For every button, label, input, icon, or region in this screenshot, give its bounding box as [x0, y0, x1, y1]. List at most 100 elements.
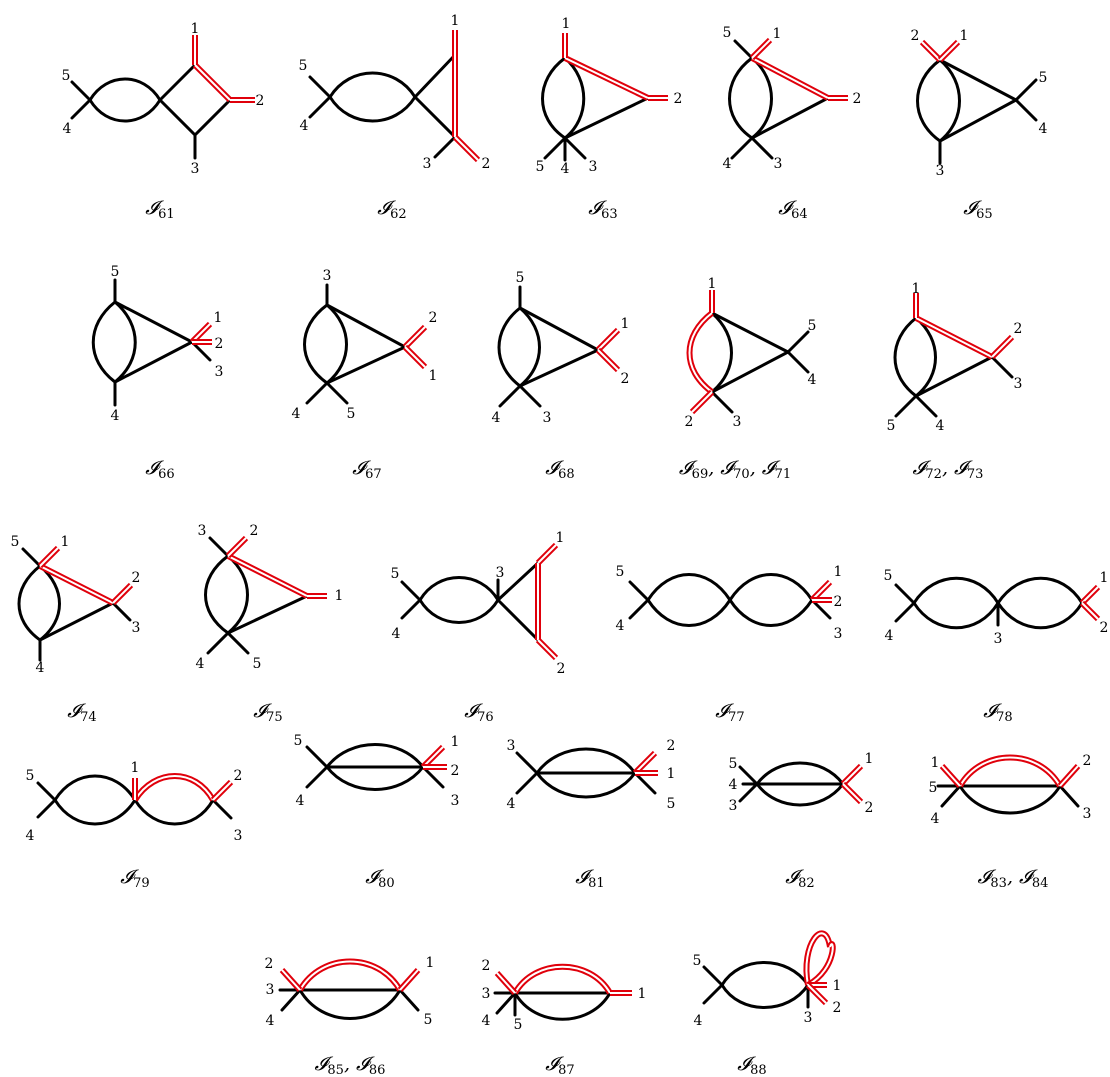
leg-label: 5: [253, 656, 262, 672]
massless-propagator: [786, 330, 810, 354]
sunset-bottom: [755, 782, 845, 807]
leg-label: 4: [885, 628, 894, 644]
leg-label: 1: [451, 734, 460, 750]
leg-label: 4: [300, 118, 309, 134]
leg-label: 2: [557, 661, 566, 677]
leg-label: 3: [496, 565, 505, 581]
massless-propagator: [421, 765, 445, 789]
leg-label: 1: [191, 21, 200, 37]
leg-label: 5: [667, 796, 676, 812]
diagram-caption: 𝓘85​, 𝓘86​: [315, 1053, 386, 1077]
massless-propagator: [496, 561, 540, 602]
bubble-left: [916, 58, 942, 143]
massless-propagator: [914, 355, 994, 398]
leg-label: 1: [912, 281, 921, 297]
massless-propagator: [518, 348, 600, 388]
leg-label: 3: [507, 738, 516, 754]
massive-leg-2: [225, 535, 249, 559]
leg-label: 4: [1039, 121, 1048, 137]
leg-label: 2: [674, 91, 683, 107]
leg-label: 5: [887, 418, 896, 434]
bubble-bottom: [88, 98, 162, 123]
diagram-caption: 𝓘63​: [588, 197, 617, 222]
massive-leg-2: [110, 582, 134, 606]
massless-propagator: [158, 98, 197, 137]
massive-leg-1: [939, 763, 963, 789]
bubble-right-bottom: [728, 598, 814, 627]
diagram-caption: 𝓘77​: [715, 700, 744, 725]
leg-label: 3: [423, 156, 432, 172]
massless-propagator: [515, 771, 539, 795]
diagram-caption: 𝓘64​: [778, 197, 807, 222]
bubble-left: [303, 303, 329, 385]
sunset-top: [325, 743, 425, 769]
leg-label: 5: [424, 1012, 433, 1028]
bubble-left: [17, 564, 42, 642]
massive-leg-2: [1079, 600, 1101, 622]
bubble-left-top: [912, 576, 1000, 605]
leg-label: 3: [994, 631, 1003, 647]
bubble-left: [541, 56, 567, 140]
leg-label: 4: [492, 410, 501, 426]
leg-label: 4: [63, 121, 72, 137]
leg-label: 1: [562, 16, 571, 32]
leg-label: 3: [215, 364, 224, 380]
massive-leg-2: [402, 324, 428, 350]
leg-label: 4: [507, 796, 516, 812]
bubble-right: [518, 306, 541, 388]
massless-propagator: [400, 580, 422, 602]
bubble-left-top: [646, 573, 732, 602]
massive-leg-1: [397, 967, 421, 993]
bubble-top: [328, 71, 417, 99]
massless-propagator: [113, 340, 194, 384]
leg-label: 2: [265, 956, 274, 972]
leg-label: 4: [723, 156, 732, 172]
massless-propagator: [940, 784, 962, 808]
massless-propagator: [543, 136, 567, 160]
massless-propagator: [413, 53, 457, 99]
diagram-caption: 𝓘68​: [545, 457, 574, 482]
leg-label: 1: [833, 978, 842, 994]
leg-label: 1: [335, 588, 344, 604]
massive-leg-2: [452, 134, 481, 163]
leg-label: 4: [808, 372, 817, 388]
leg-label: 2: [482, 958, 491, 974]
bubble-left-bottom: [646, 598, 732, 627]
massless-propagator: [914, 394, 938, 418]
massless-propagator: [308, 75, 332, 99]
bubble-right-top: [996, 576, 1084, 605]
massive-leg-1: [749, 37, 773, 61]
leg-label: 3: [834, 626, 843, 642]
massless-propagator: [498, 384, 522, 408]
leg-label: 5: [929, 780, 938, 796]
leg-label: 3: [451, 793, 460, 809]
leg-label: 2: [667, 738, 676, 754]
leg-label: 4: [266, 1013, 275, 1029]
leg-label: 1: [931, 755, 940, 771]
massive-leg-2: [210, 779, 234, 803]
massive-leg-2: [279, 967, 303, 993]
massive-tadpole-right: [806, 941, 836, 988]
massive-leg-1: [595, 327, 621, 353]
leg-label: 1: [429, 368, 438, 384]
leg-label: 4: [616, 618, 625, 634]
leg-label: 1: [556, 530, 565, 546]
leg-label: 4: [931, 811, 940, 827]
leg-label: 2: [834, 594, 843, 610]
massive-leg-1: [402, 344, 428, 370]
massless-propagator: [208, 536, 230, 558]
leg-label: 4: [729, 777, 738, 793]
leg-label: 2: [429, 310, 438, 326]
massless-propagator: [938, 98, 1018, 143]
leg-label: 3: [1014, 376, 1023, 392]
leg-label: 5: [299, 58, 308, 74]
diagram-caption: 𝓘69​, 𝓘70​, 𝓘71​: [679, 457, 791, 482]
diagram-caption: 𝓘81​: [575, 866, 604, 891]
massless-propagator: [1058, 784, 1080, 808]
